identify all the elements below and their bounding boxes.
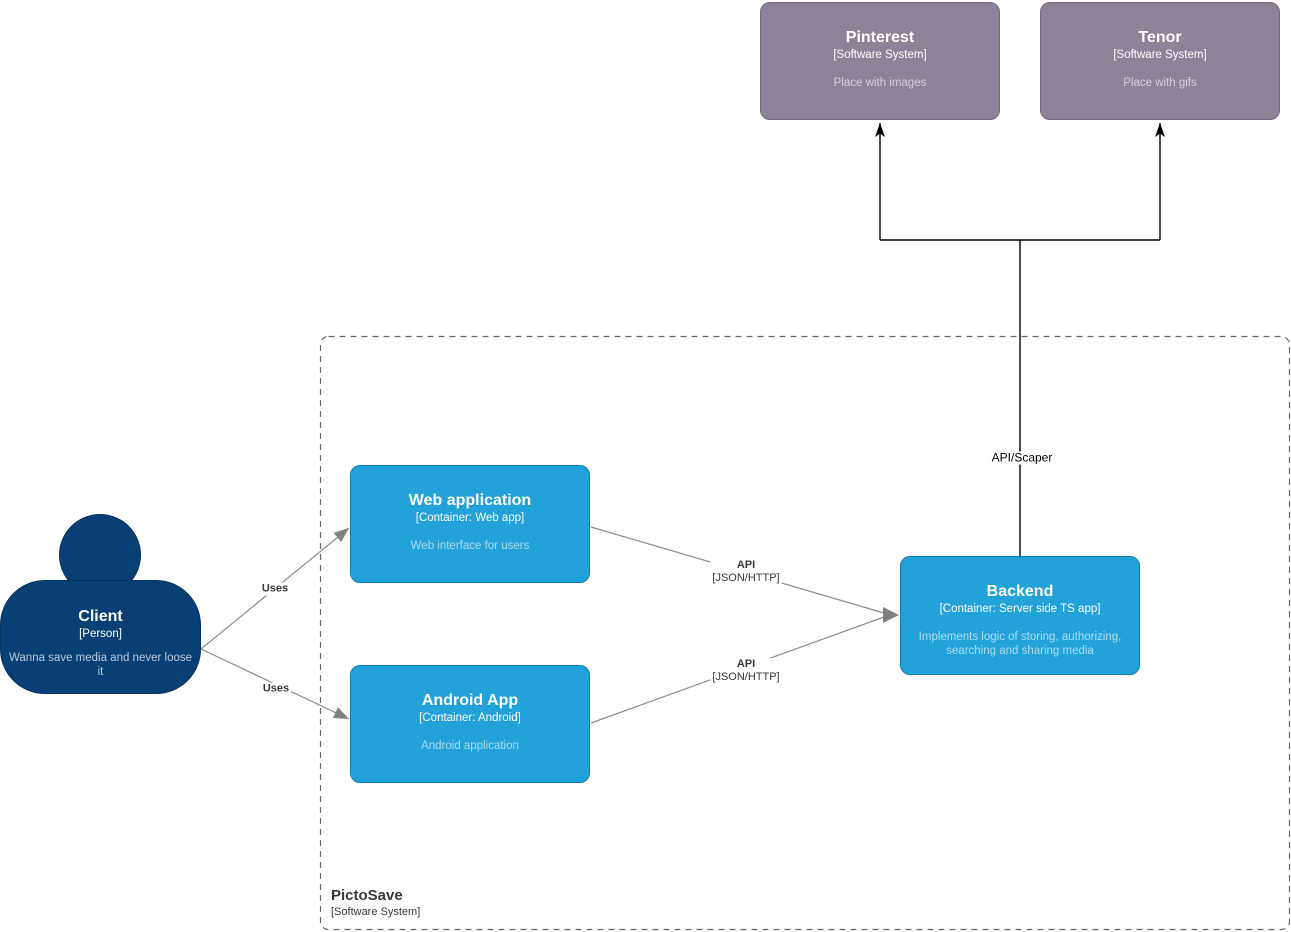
node-tenor[interactable]: Tenor [Software System] Place with gifs: [1040, 2, 1280, 120]
node-client[interactable]: Client [Person] Wanna save media and nev…: [0, 580, 201, 694]
node-subtitle: [Container: Android]: [419, 712, 521, 724]
edge-label-api-web[interactable]: API [JSON/HTTP]: [710, 559, 782, 585]
node-description: Web interface for users: [410, 540, 530, 552]
node-title: Backend: [986, 583, 1054, 600]
node-description: Wanna save media and never loose it: [8, 652, 193, 678]
edge-label-api-android[interactable]: API [JSON/HTTP]: [710, 658, 782, 684]
node-title: Web application: [408, 492, 532, 509]
boundary-label: PictoSave [Software System]: [331, 886, 420, 919]
edge-label-uses-web[interactable]: Uses: [259, 582, 291, 596]
edge-label-text: API: [736, 559, 756, 571]
node-title: Pinterest: [845, 29, 915, 46]
edge-label-protocol: [JSON/HTTP]: [712, 671, 780, 683]
edge-label-uses-android[interactable]: Uses: [260, 682, 292, 696]
boundary-pictosave[interactable]: [319, 335, 1291, 931]
node-title: Android App: [421, 692, 519, 709]
node-android-app[interactable]: Android App [Container: Android] Android…: [350, 665, 590, 783]
edge-label-protocol: [JSON/HTTP]: [712, 572, 780, 584]
arrowhead-backend: [883, 607, 899, 623]
node-title: Tenor: [1138, 29, 1182, 46]
node-backend[interactable]: Backend [Container: Server side TS app] …: [900, 556, 1140, 675]
node-title: Client: [78, 608, 123, 625]
node-web-application[interactable]: Web application [Container: Web app] Web…: [350, 465, 590, 583]
node-pinterest[interactable]: Pinterest [Software System] Place with i…: [760, 2, 1000, 120]
edge-label-text: API: [736, 658, 756, 670]
node-subtitle: [Person]: [79, 628, 122, 640]
node-description: Android application: [421, 740, 519, 752]
node-description: Place with gifs: [1123, 77, 1197, 89]
boundary-subtitle: [Software System]: [331, 906, 421, 918]
node-subtitle: [Container: Server side TS app]: [939, 603, 1101, 615]
node-description: Implements logic of storing, authorizing…: [918, 631, 1122, 657]
node-subtitle: [Software System]: [1113, 49, 1207, 61]
node-subtitle: [Container: Web app]: [415, 512, 525, 524]
node-description: Place with images: [833, 77, 927, 89]
boundary-title: PictoSave: [331, 887, 403, 904]
node-subtitle: [Software System]: [833, 49, 927, 61]
edge-label-api-scraper[interactable]: API/Scaper: [989, 450, 1055, 465]
